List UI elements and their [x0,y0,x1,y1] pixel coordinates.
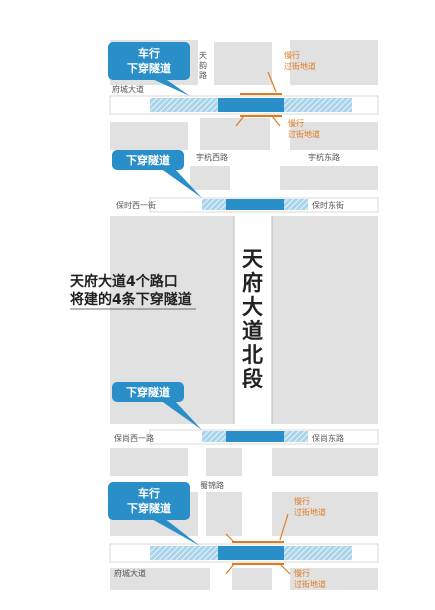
tunnel-approach-left [202,199,226,210]
svg-text:过街地道: 过街地道 [294,507,326,517]
block [272,448,378,476]
ped-arrow [225,533,235,575]
main-road-label: 天 府 大 道 北 段 [242,247,264,391]
map-title: 天府大道4个路口 将建的4条下穿隧道 [70,273,196,310]
svg-text:韵: 韵 [199,60,207,70]
svg-text:过街地道: 过街地道 [284,61,316,71]
svg-text:过街地道: 过街地道 [294,579,326,589]
svg-text:慢行: 慢行 [284,50,300,60]
svg-text:下穿隧道: 下穿隧道 [127,501,171,515]
city-blocks [110,40,378,590]
svg-text:下穿隧道: 下穿隧道 [126,385,170,399]
ped-label-top-1: 慢行 过街地道 [284,50,316,71]
callout-tunnel-baoshi: 下穿隧道 [112,150,202,198]
svg-text:将建的4条下穿隧道: 将建的4条下穿隧道 [70,291,192,308]
svg-text:天: 天 [242,247,264,271]
road-label-fucheng-top: 府城大道 [112,84,144,94]
block [272,492,378,536]
baoshi-crossing [149,197,379,213]
block [110,568,210,590]
road-label-baoshi-east: 保时东街 [312,200,344,210]
svg-text:北: 北 [242,343,263,367]
svg-text:过街地道: 过街地道 [288,129,320,139]
tunnel-section [218,98,284,112]
road-label-yuhang-west: 宇杭西路 [196,152,228,162]
road-label-baoshang-east: 保尚东路 [312,433,344,443]
block [110,448,188,476]
svg-text:慢行: 慢行 [294,568,310,578]
ped-label-bottom-1: 慢行 过街地道 [294,496,326,517]
ped-label-top-2: 慢行 过街地道 [288,118,320,139]
block [214,42,272,85]
tunnel-approach-right [284,98,352,112]
tunnel-section [226,431,284,442]
road-label-fucheng-bottom: 府城大道 [114,568,146,578]
svg-text:车行: 车行 [138,46,160,60]
ped-label-bottom-2: 慢行 过街地道 [294,568,326,589]
fucheng-avenue-bottom [109,513,379,575]
road-label-baoshi-west-1: 保时西一街 [116,200,156,210]
fucheng-avenue-top [109,71,379,127]
svg-text:慢行: 慢行 [288,118,304,128]
svg-text:下穿隧道: 下穿隧道 [126,153,170,167]
svg-text:下穿隧道: 下穿隧道 [127,61,171,75]
block [272,216,378,424]
svg-text:段: 段 [242,367,263,391]
svg-text:路: 路 [199,70,207,80]
tunnel-section [218,546,284,560]
callout-tunnel-baoshang: 下穿隧道 [112,382,202,430]
tunnel-section [226,199,284,210]
tunnel-approach-right [284,199,308,210]
block [232,568,272,590]
svg-text:车行: 车行 [138,486,160,500]
tunnel-approach-left [202,431,226,442]
svg-text:天府大道4个路口: 天府大道4个路口 [70,273,178,290]
tunnel-approach-right [284,546,352,560]
tunnel-approach-right [284,431,308,442]
block [290,122,378,150]
svg-text:大: 大 [242,295,263,319]
tianfu-avenue-road [233,216,273,424]
block [290,40,378,85]
tunnel-approach-left [150,98,218,112]
ped-arrow [267,71,281,127]
block [190,166,230,190]
svg-text:慢行: 慢行 [294,496,310,506]
block [290,568,378,590]
road-label-yuhang-east: 宇杭东路 [308,152,340,162]
block [206,448,242,476]
baoshang-crossing [149,429,379,445]
block [280,166,378,190]
ped-arrow [235,115,245,127]
road-label-shujin: 蜀锦路 [200,480,224,490]
block [200,118,270,150]
tunnel-approach-left [150,546,218,560]
svg-text:天: 天 [199,51,207,60]
svg-text:府: 府 [242,271,263,295]
ped-arrow [279,513,291,575]
svg-text:道: 道 [242,319,263,343]
callout-vehicle-tunnel-bottom: 车行 下穿隧道 [108,482,200,546]
road-label-baoshang-west-1: 保尚西一路 [114,433,154,443]
callout-vehicle-tunnel-top: 车行 下穿隧道 [108,42,190,96]
block [110,122,188,150]
road-label-tianfu-road: 天 韵 路 [199,51,207,80]
block [206,492,242,536]
